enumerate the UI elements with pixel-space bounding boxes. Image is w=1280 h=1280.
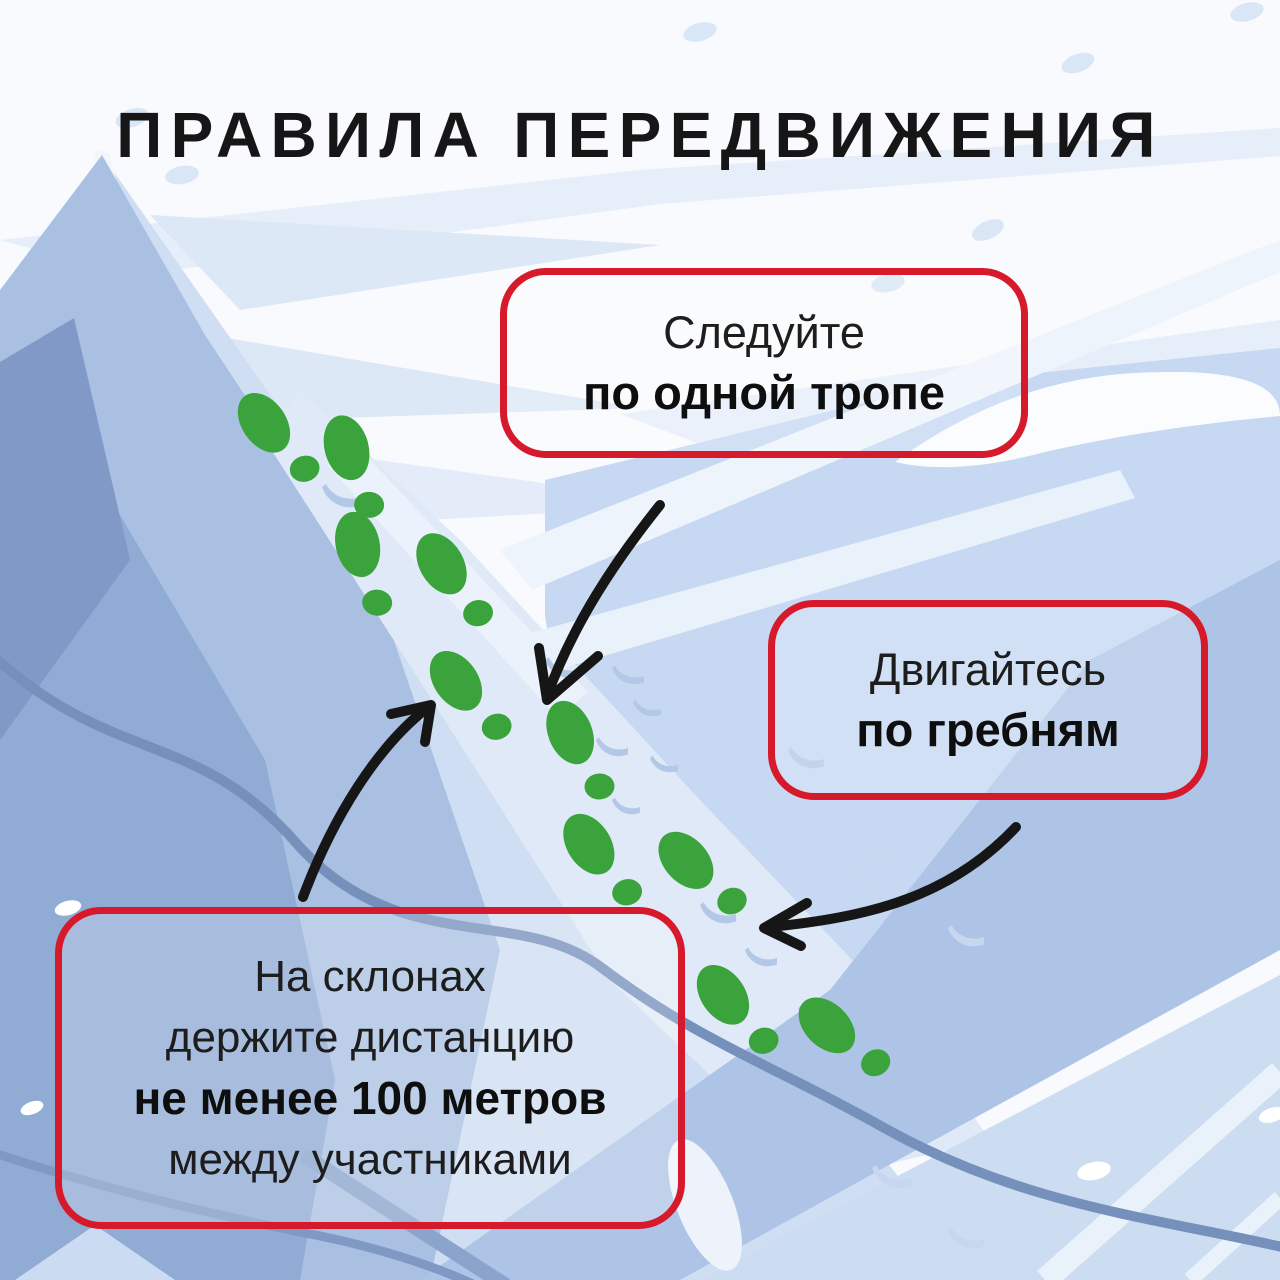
callout-distance: На склонах держите дистанцию не менее 10…: [55, 907, 685, 1229]
callout-distance-line-4: между участниками: [168, 1135, 572, 1184]
callout-distance-line-2: держите дистанцию: [165, 1013, 575, 1062]
page-title: ПРАВИЛА ПЕРЕДВИЖЕНИЯ: [116, 99, 1164, 171]
curved-arrow-icon: [759, 822, 1021, 951]
curved-arrow-icon: [534, 500, 665, 705]
callout-distance-line-1: На склонах: [254, 952, 486, 1001]
callout-ridges: Двигайтесь по гребням: [768, 600, 1208, 800]
curved-arrow-icon: [298, 700, 436, 902]
callout-ridges-line-2: по гребням: [856, 703, 1120, 756]
callout-single-path: Следуйте по одной тропе: [500, 268, 1028, 458]
callout-ridges-line-1: Двигайтесь: [869, 644, 1107, 695]
callout-single-path-line-1: Следуйте: [663, 307, 865, 358]
annotation-arrows: [298, 500, 1021, 951]
callout-single-path-line-2: по одной тропе: [582, 366, 946, 419]
callout-distance-line-3: не менее 100 метров: [133, 1072, 607, 1124]
